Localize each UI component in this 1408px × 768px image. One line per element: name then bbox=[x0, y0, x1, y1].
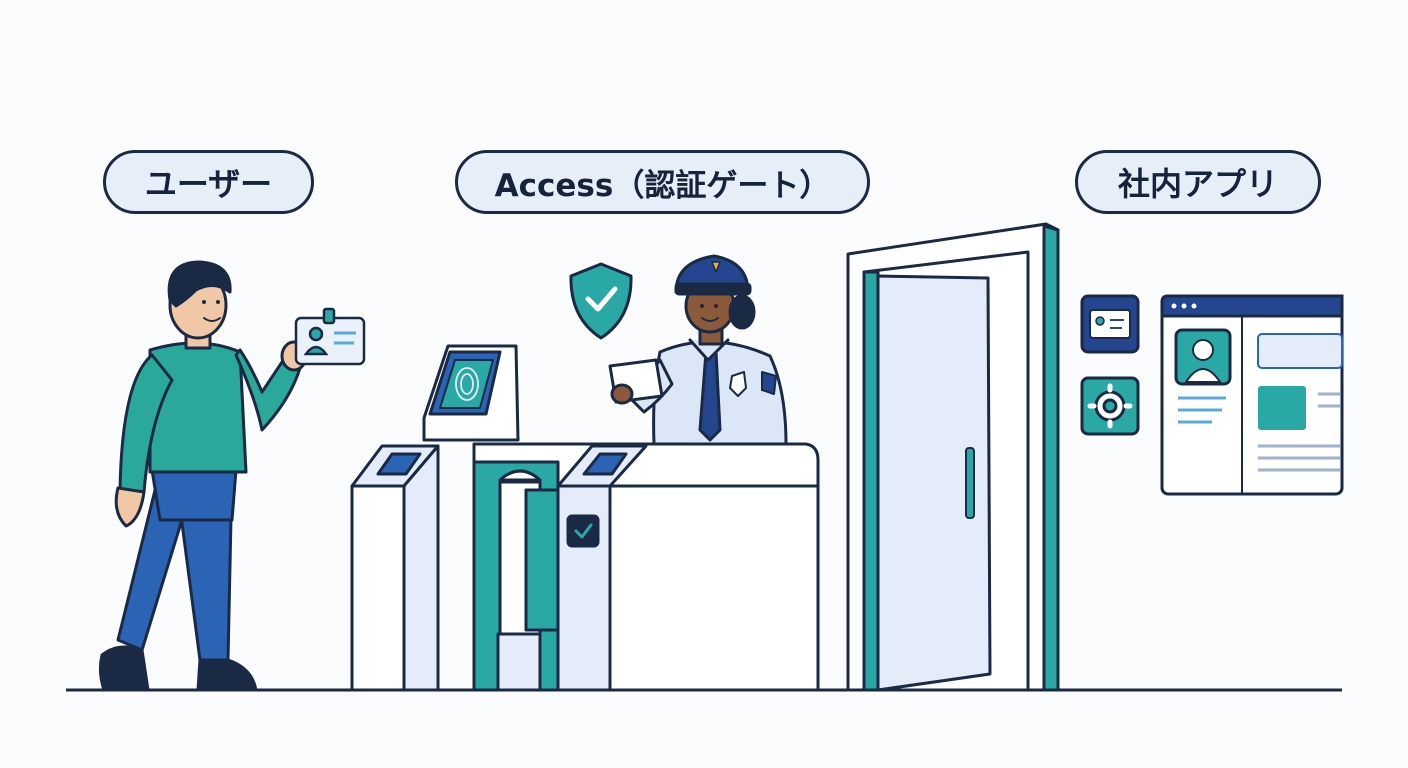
security-guard bbox=[626, 254, 788, 446]
guard-tablet bbox=[608, 358, 664, 405]
fingerprint-scanner bbox=[422, 344, 520, 442]
id-app-icon bbox=[1080, 294, 1140, 354]
id-card-icon bbox=[294, 307, 366, 366]
shield-check-icon bbox=[569, 262, 633, 340]
user-figure bbox=[98, 260, 308, 692]
check-icon bbox=[566, 514, 600, 548]
label-internal-app: 社内アプリ bbox=[1075, 150, 1321, 214]
label-user: ユーザー bbox=[103, 150, 314, 214]
label-access-gate: Access（認証ゲート） bbox=[455, 150, 870, 214]
profile-icon bbox=[1174, 328, 1232, 386]
turnstile-gate bbox=[350, 442, 820, 692]
fingerprint-icon bbox=[455, 367, 479, 401]
gear-icon bbox=[1080, 376, 1140, 436]
open-door bbox=[846, 222, 1060, 692]
app-window bbox=[1160, 294, 1344, 496]
